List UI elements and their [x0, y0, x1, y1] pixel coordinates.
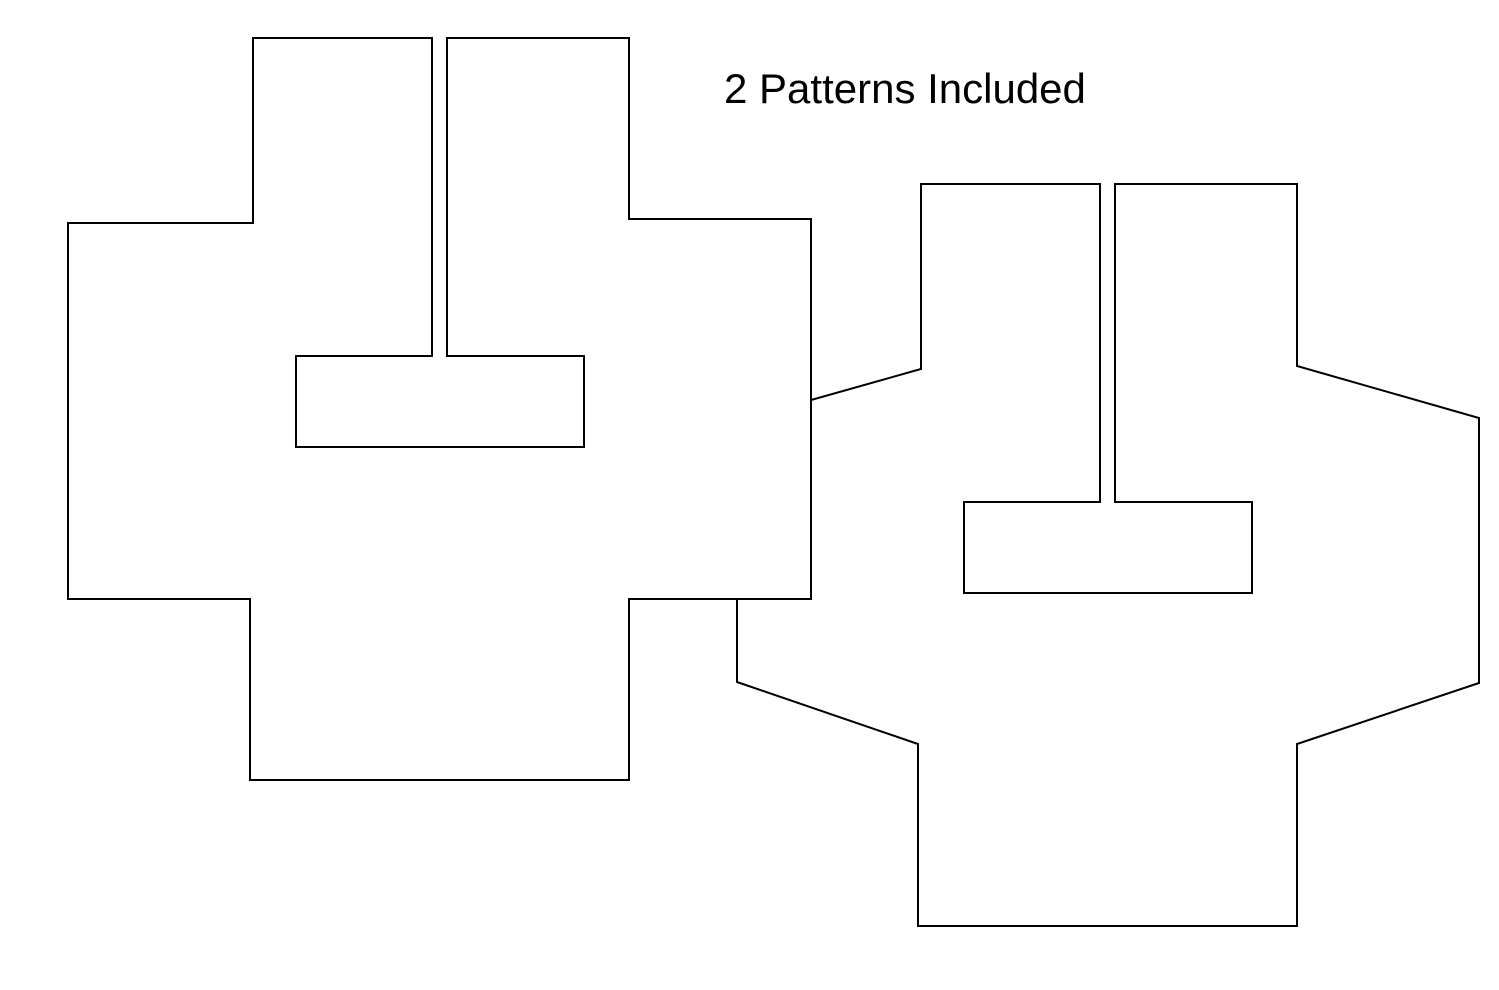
patterns-included-caption: 2 Patterns Included — [724, 65, 1086, 112]
pattern-2 — [736, 183, 1480, 927]
pattern-1-outline — [67, 37, 812, 781]
pattern-2-outline — [736, 183, 1480, 927]
pattern-1 — [67, 37, 812, 781]
